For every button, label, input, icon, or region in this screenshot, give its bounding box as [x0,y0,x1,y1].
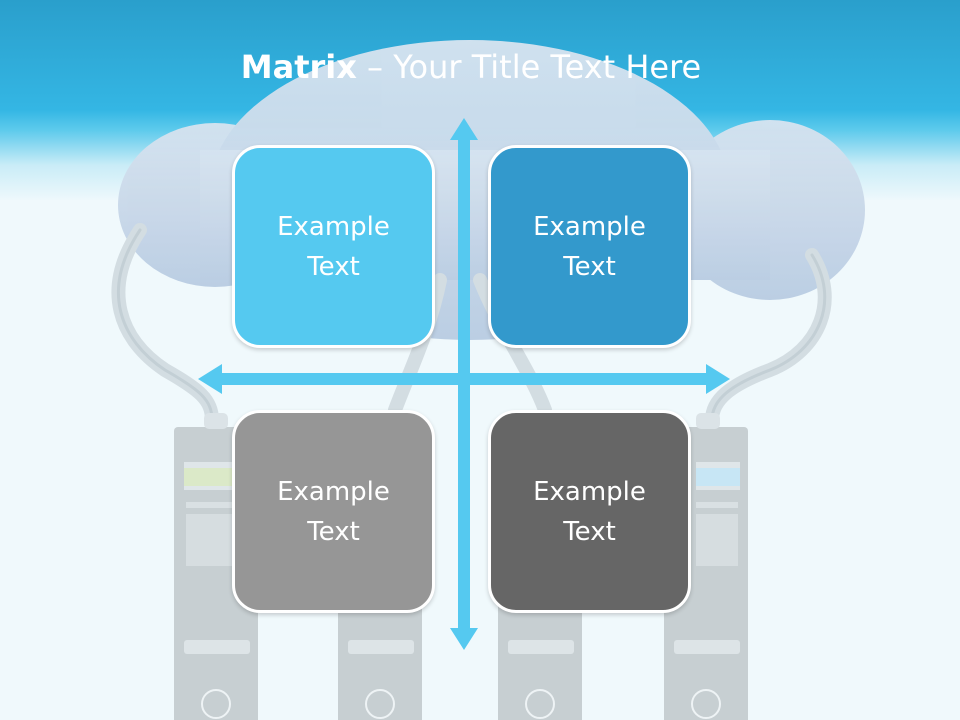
slide-title-bold: Matrix [240,48,357,86]
tile-label: Example Text [277,211,390,282]
matrix-tile-bottom-right[interactable]: Example Text [488,410,691,613]
slide-title-rest: – Your Title Text Here [356,48,702,86]
tile-label: Example Text [533,476,646,547]
tile-label: Example Text [533,211,646,282]
tile-label: Example Text [277,476,390,547]
matrix-tile-top-right[interactable]: Example Text [488,145,691,348]
slide-title: Matrix – Your Title Text Here [0,48,942,86]
matrix-tile-bottom-left[interactable]: Example Text [232,410,435,613]
matrix-tile-top-left[interactable]: Example Text [232,145,435,348]
